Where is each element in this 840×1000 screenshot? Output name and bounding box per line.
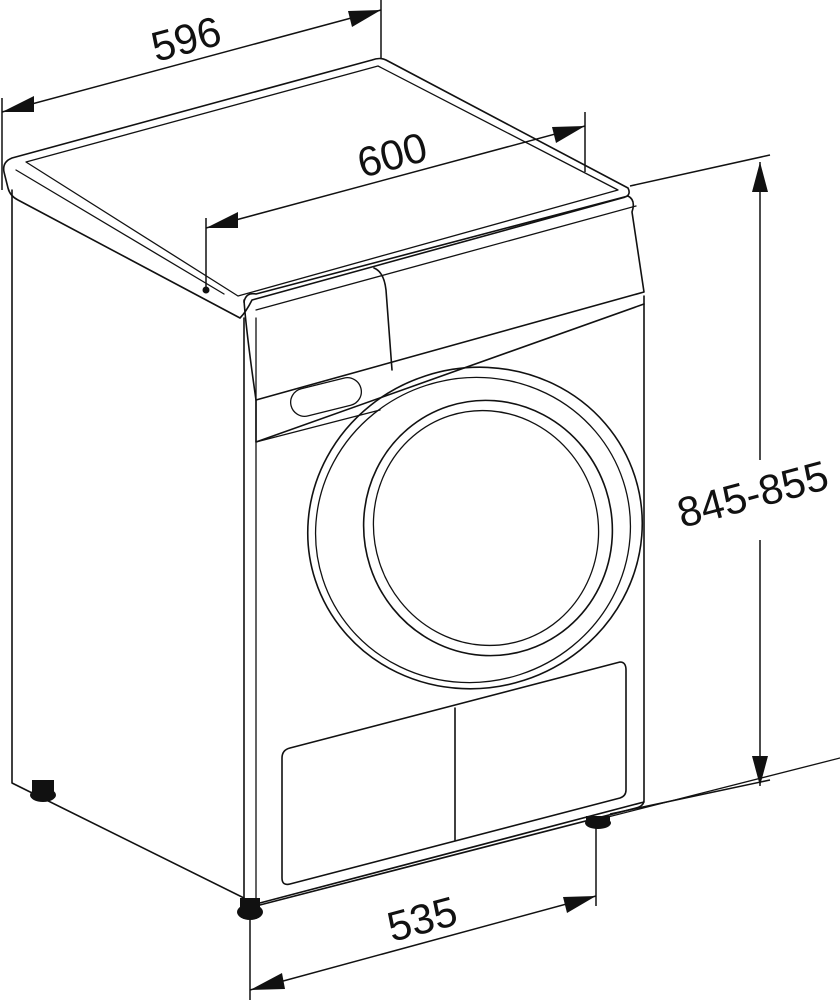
arrow-up-icon xyxy=(752,162,768,192)
front-right-edge xyxy=(255,295,645,907)
height-label: 845-855 xyxy=(672,451,833,536)
door-outer-ring xyxy=(306,366,644,690)
bottom-side-extension xyxy=(603,757,840,819)
door-ring-2 xyxy=(314,376,632,684)
width-label: 596 xyxy=(146,7,226,71)
top-panel-inset xyxy=(25,65,619,297)
foot-rear-left-stem xyxy=(32,780,54,794)
foot-front-right-stem xyxy=(586,816,610,823)
arrow-left-icon xyxy=(2,96,34,112)
arrow-left-icon xyxy=(250,973,285,990)
control-panel-top-line xyxy=(255,205,637,311)
dimension-line xyxy=(249,895,597,991)
control-panel-lower-line xyxy=(255,409,381,443)
top-panel-outline xyxy=(2,57,630,319)
arrow-right-icon xyxy=(563,896,596,913)
door-inner-ring xyxy=(362,399,614,657)
control-panel-outline xyxy=(243,195,645,401)
dimension-width: 596 xyxy=(1,0,382,190)
foot-front-left-stem xyxy=(240,898,260,912)
arrow-right-icon xyxy=(348,10,381,27)
reference-point xyxy=(202,286,210,294)
door xyxy=(306,366,644,690)
arrow-down-icon xyxy=(752,756,768,786)
extension-line xyxy=(629,154,771,187)
side-panel xyxy=(11,189,245,899)
dimension-foot-span: 535 xyxy=(249,828,597,1000)
top-edge-line xyxy=(15,169,225,295)
extension-line xyxy=(609,779,771,815)
drawer-handle xyxy=(290,377,362,417)
depth-label: 600 xyxy=(352,123,432,187)
door-glass xyxy=(372,409,600,647)
foot-span-label: 535 xyxy=(382,887,462,951)
arrow-left-icon xyxy=(206,212,238,228)
control-panel-front xyxy=(243,299,645,443)
arrow-right-icon xyxy=(552,126,585,143)
dimension-line xyxy=(205,125,586,229)
dimension-line xyxy=(1,9,382,113)
dimension-depth: 600 xyxy=(202,112,586,294)
appliance-body xyxy=(2,57,840,920)
bottom-front-edge xyxy=(255,801,645,905)
detergent-drawer-divider xyxy=(373,267,393,371)
plinth-panel-frame xyxy=(281,661,627,886)
